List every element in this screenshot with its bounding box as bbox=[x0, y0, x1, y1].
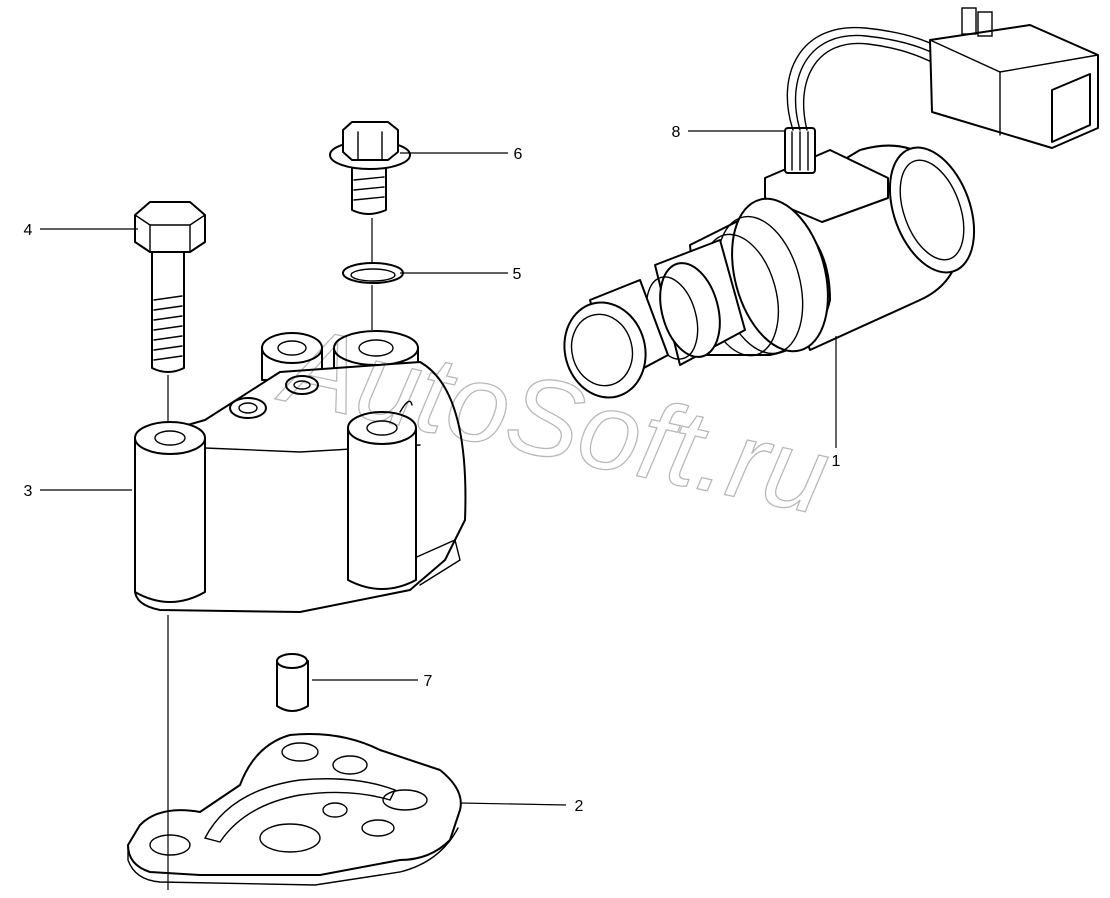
callout-4: 4 bbox=[24, 222, 33, 239]
callout-6: 6 bbox=[514, 146, 523, 163]
solenoid-valve-part bbox=[563, 7, 1099, 399]
callout-2: 2 bbox=[575, 798, 584, 815]
callout-3: 3 bbox=[24, 483, 33, 500]
leader-line-2 bbox=[459, 802, 567, 806]
valve-housing-part bbox=[134, 330, 467, 613]
callout-5: 5 bbox=[513, 266, 522, 283]
callout-1: 1 bbox=[832, 453, 841, 470]
washer-part bbox=[342, 262, 404, 284]
dowel-pin-part bbox=[276, 653, 309, 712]
flanged-bolt-part bbox=[329, 121, 411, 215]
callout-8: 8 bbox=[672, 124, 681, 141]
long-bolt-part bbox=[134, 201, 206, 373]
gasket-plate-part bbox=[127, 733, 462, 886]
callout-7: 7 bbox=[424, 673, 433, 690]
